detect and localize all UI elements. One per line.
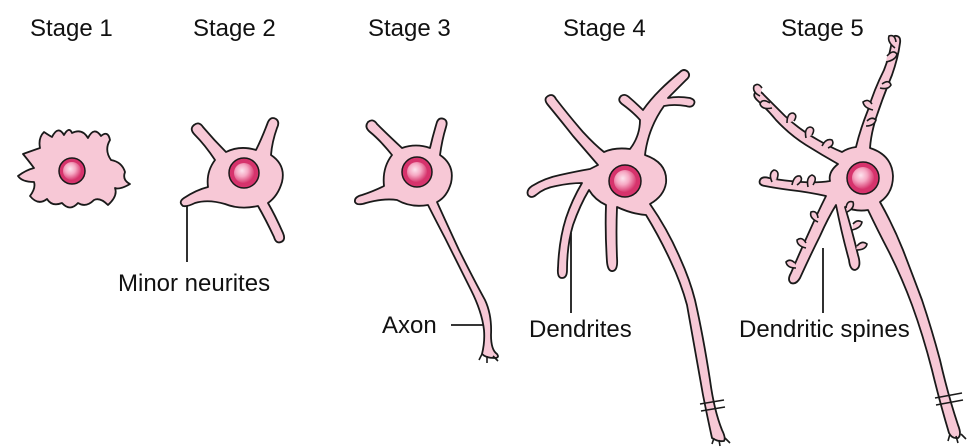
dendritic-spines-label: Dendritic spines [739, 318, 910, 342]
nucleus [609, 165, 641, 197]
stage-4-neuron [528, 70, 731, 446]
dendrites-label: Dendrites [529, 318, 632, 342]
nucleus [847, 162, 879, 194]
minor-neurites-label: Minor neurites [118, 272, 270, 296]
nucleus [59, 158, 85, 184]
stage-5-neuron [754, 36, 966, 443]
nucleus [229, 158, 259, 188]
stage-2-neuron [181, 118, 284, 242]
nucleus [402, 157, 432, 187]
stage-1-neuron [18, 130, 130, 208]
axon-label: Axon [382, 314, 437, 338]
